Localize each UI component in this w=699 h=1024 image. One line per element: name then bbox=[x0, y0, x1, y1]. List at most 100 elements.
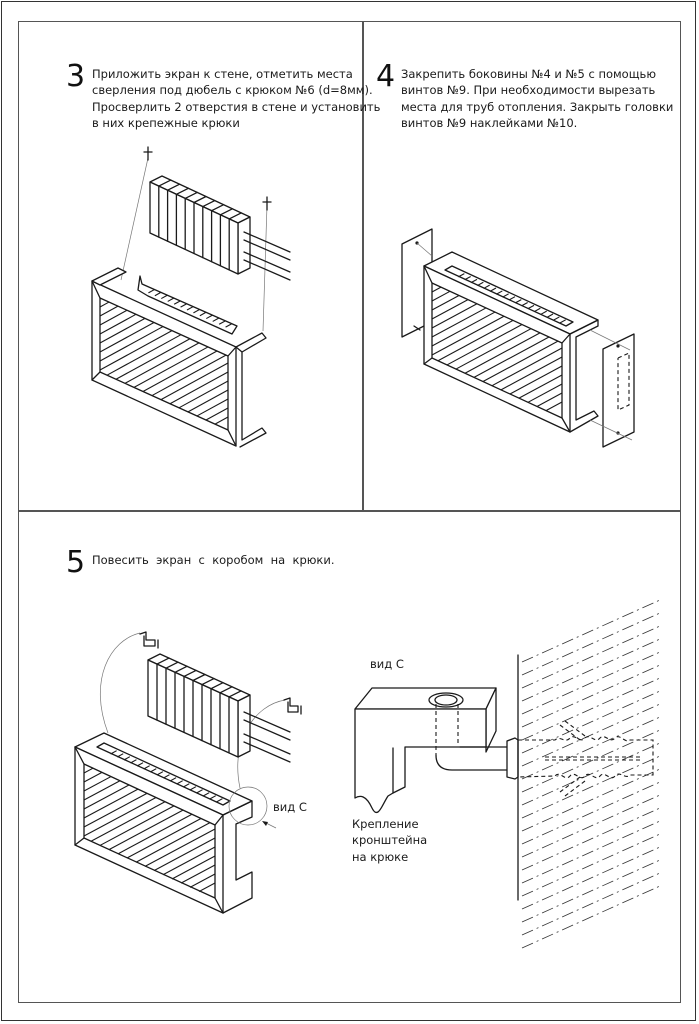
step-3-line: в них крепежные крюки bbox=[92, 115, 240, 130]
hatch-line bbox=[518, 374, 563, 399]
hatch-line bbox=[83, 797, 157, 837]
radiator-drawing bbox=[147, 653, 291, 763]
hatch-line bbox=[99, 301, 110, 308]
hatch-line bbox=[83, 771, 103, 783]
radiator-fin-top bbox=[210, 682, 224, 690]
grille-slat bbox=[176, 780, 183, 785]
grille-slat bbox=[186, 306, 194, 311]
wall-hatch-line bbox=[521, 703, 661, 767]
grille-slat bbox=[477, 281, 484, 287]
hatch-line bbox=[126, 817, 202, 859]
wall-hatch-line bbox=[521, 755, 661, 819]
hatch-line bbox=[144, 828, 216, 867]
grille-slat bbox=[515, 299, 522, 304]
grille-slat bbox=[534, 307, 541, 313]
wall-hatch-line bbox=[521, 807, 661, 871]
wall-hatch-line bbox=[521, 664, 661, 728]
radiator-fin-top bbox=[219, 686, 233, 694]
panel-divider-vertical bbox=[362, 21, 364, 511]
hatch-line bbox=[124, 342, 200, 384]
screen-box-drawing bbox=[74, 732, 277, 914]
hatch-line bbox=[99, 309, 128, 326]
grille-slat bbox=[189, 786, 197, 791]
hatch-line bbox=[83, 780, 121, 801]
hatch-line bbox=[431, 290, 451, 302]
grille-slat bbox=[196, 789, 203, 794]
grille-slat bbox=[546, 313, 554, 318]
hatch-line bbox=[187, 389, 229, 413]
hatch-line bbox=[431, 311, 496, 347]
panel-divider-horizontal bbox=[18, 510, 681, 512]
hatch-line bbox=[446, 324, 523, 366]
hatch-line bbox=[431, 286, 442, 293]
hatch-line bbox=[83, 792, 148, 828]
grille-slat bbox=[216, 798, 223, 803]
hatch-line bbox=[189, 873, 216, 888]
hatch-line bbox=[431, 307, 487, 338]
detail-caption-line: Крепление bbox=[352, 817, 419, 831]
hatch-line bbox=[180, 864, 216, 884]
wall-hatch-line bbox=[521, 690, 661, 754]
step-4-number: 4 bbox=[376, 59, 396, 94]
hatch-line bbox=[99, 313, 137, 335]
hatch-line bbox=[108, 809, 184, 851]
grille-slat bbox=[527, 304, 535, 310]
wall-hatch-line bbox=[521, 820, 661, 884]
hatch-line bbox=[545, 401, 563, 412]
grille-slat bbox=[148, 289, 155, 294]
hatch-line bbox=[151, 354, 227, 397]
radiator-fin-top bbox=[228, 212, 242, 220]
grille-slat bbox=[136, 762, 144, 767]
wall-hatch-line bbox=[521, 833, 661, 897]
drill-mark-icon bbox=[143, 146, 153, 161]
grille-slat bbox=[154, 291, 162, 297]
wall-drawing bbox=[517, 599, 661, 949]
hatch-line bbox=[83, 788, 139, 819]
wall-hatch-line bbox=[521, 794, 661, 858]
step-5-illustration bbox=[74, 631, 302, 914]
grille-slat bbox=[502, 293, 509, 298]
radiator-drawing bbox=[149, 175, 291, 281]
hatch-line bbox=[178, 380, 229, 409]
hatch-line bbox=[133, 346, 209, 388]
grille-slat bbox=[163, 774, 170, 779]
callout-view-label: вид С bbox=[273, 800, 307, 814]
hatch-line bbox=[431, 315, 505, 356]
hatch-line bbox=[90, 801, 166, 842]
hatch-line bbox=[431, 299, 469, 320]
grille-slat bbox=[218, 320, 226, 325]
grille-slat bbox=[496, 290, 503, 295]
hatch-line bbox=[536, 392, 563, 407]
hatch-line bbox=[431, 294, 460, 311]
step-4-line: места для труб отопления. Закрыть головк… bbox=[401, 99, 674, 114]
radiator-fin-top bbox=[166, 183, 181, 191]
wall-hatch-line bbox=[521, 612, 661, 676]
radiator-fin-top bbox=[193, 195, 207, 204]
hatch-line bbox=[431, 303, 478, 329]
hatch-line bbox=[464, 332, 541, 374]
radiator-fin-top bbox=[174, 665, 188, 673]
drill-mark-icon bbox=[262, 196, 272, 211]
step-3-line: сверления под дюбель с крюком №6 (d=8мм)… bbox=[92, 83, 373, 98]
grille-slat bbox=[123, 756, 131, 761]
radiator-fin-top bbox=[175, 187, 190, 195]
step-4-line: винтов №9. При необходимости вырезать bbox=[401, 83, 656, 98]
detail-caption-line: на крюке bbox=[352, 849, 409, 864]
step-4-illustration bbox=[401, 228, 635, 448]
wall-hatch-line bbox=[521, 859, 661, 923]
wall-hatch-line bbox=[521, 677, 661, 741]
grille-slat bbox=[116, 753, 124, 758]
radiator-fin-top bbox=[183, 669, 197, 678]
grille-slat bbox=[470, 278, 478, 284]
radiator-fin-top bbox=[202, 199, 216, 208]
detail-view-c-drawing bbox=[354, 687, 519, 814]
radiator-fin-top bbox=[156, 657, 170, 665]
wall-hatch-line bbox=[521, 872, 661, 936]
grille-slat bbox=[508, 296, 516, 301]
grille-slat bbox=[209, 795, 217, 800]
grille-slat bbox=[225, 323, 232, 328]
grille-slat bbox=[110, 750, 117, 755]
wall-hatch-line bbox=[521, 638, 661, 702]
marking-line bbox=[120, 157, 149, 281]
